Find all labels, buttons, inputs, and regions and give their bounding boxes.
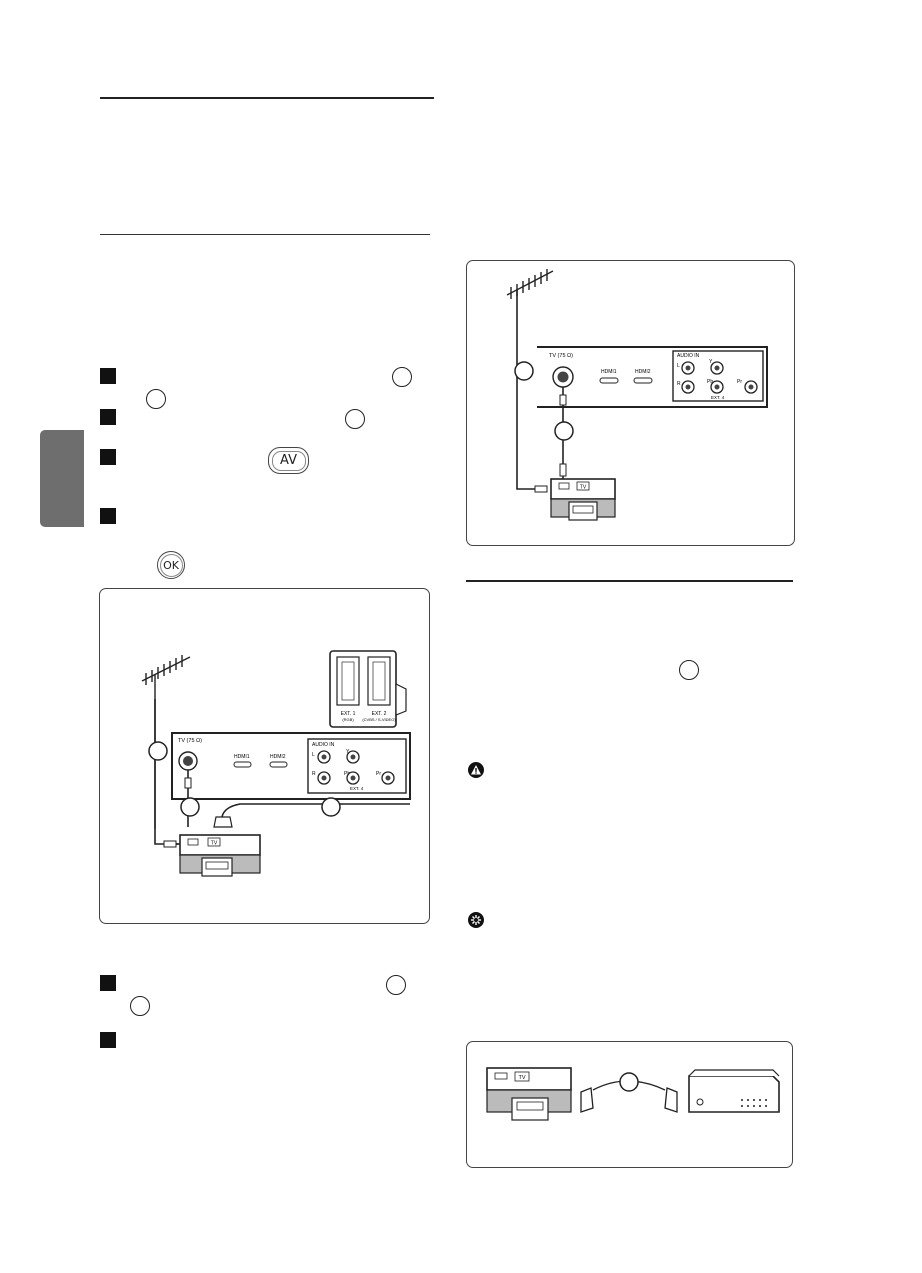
y-label: Y — [346, 749, 350, 755]
ext1-sub-label: (RGB) — [342, 717, 354, 722]
step-marker-6 — [100, 1032, 116, 1048]
audio-in-label: AUDIO IN — [312, 742, 335, 748]
antenna-icon — [506, 269, 554, 299]
step-marker-2 — [100, 409, 116, 425]
ok-button-label: OK — [159, 553, 183, 577]
hdmi1-label: HDMI1 — [234, 754, 250, 760]
step-marker-1 — [100, 368, 116, 384]
tv-badge: TV — [580, 485, 587, 491]
language-tab — [40, 430, 84, 527]
ext1-label: EXT. 1 — [341, 711, 356, 717]
ok-button: OK — [157, 551, 185, 579]
pb-label: Pb — [344, 771, 350, 777]
audio-in-label: AUDIO IN — [677, 353, 700, 359]
pb-label: Pb — [707, 379, 713, 385]
ext4-label: EXT. 4 — [350, 786, 364, 791]
step-marker-5 — [100, 975, 116, 991]
antenna-socket-label: TV (75 Ω) — [549, 353, 573, 359]
tv-badge: TV — [211, 841, 218, 847]
hdmi1-label: HDMI1 — [601, 369, 617, 375]
callout-circle — [619, 1072, 639, 1092]
callout-circle — [148, 741, 168, 761]
pr-label: Pr — [376, 771, 381, 777]
audio-r-label: R — [312, 771, 316, 777]
callout-circle — [514, 361, 534, 381]
tv-badge: TV — [518, 1075, 525, 1081]
diagram-antenna-svg: TV (75 Ω) HDMI1 HDMI2 AUDIO IN L R Y Pb … — [506, 269, 768, 521]
section-rule-3 — [466, 580, 793, 582]
callout-circle — [554, 421, 574, 441]
callout-circle — [386, 975, 406, 995]
ext2-label: EXT. 2 — [372, 711, 387, 717]
ext2-sub-label: (CVBS / S-VIDEO) — [362, 717, 396, 722]
av-button: AV — [268, 447, 309, 474]
section-rule-2 — [100, 234, 430, 235]
callout-circle — [679, 660, 699, 680]
callout-circle — [321, 797, 341, 817]
section-rule-1 — [100, 97, 434, 99]
diagram-decoder-svg: TV — [486, 1067, 780, 1121]
vcr-device-icon: TV — [486, 1067, 572, 1121]
connection-diagram-scart: EXT. 1 (RGB) EXT. 2 (CVBS / S-VIDEO) TV … — [99, 588, 430, 924]
callout-circle — [146, 389, 166, 409]
ext4-label: EXT. 4 — [711, 395, 725, 400]
y-label: Y — [709, 359, 713, 365]
pr-label: Pr — [737, 379, 742, 385]
hdmi2-label: HDMI2 — [270, 754, 286, 760]
diagram-scart-svg: EXT. 1 (RGB) EXT. 2 (CVBS / S-VIDEO) TV … — [141, 650, 411, 877]
step-marker-3 — [100, 449, 116, 465]
antenna-cable — [516, 289, 541, 490]
tip-glyph — [471, 915, 481, 925]
audio-r-label: R — [677, 381, 681, 387]
scart-sockets: EXT. 1 (RGB) EXT. 2 (CVBS / S-VIDEO) — [329, 650, 407, 728]
tv-connector-panel — [171, 732, 411, 800]
callout-circle — [345, 409, 365, 429]
audio-l-label: L — [677, 363, 680, 369]
decoder-device-icon — [688, 1069, 780, 1113]
step-marker-4 — [100, 508, 116, 524]
audio-l-label: L — [312, 752, 315, 758]
vcr-device-icon: TV — [550, 478, 616, 521]
av-button-label: AV — [271, 450, 306, 471]
callout-circle — [180, 797, 200, 817]
tv-connector-panel — [537, 346, 768, 408]
callout-circle — [130, 996, 150, 1016]
tip-icon — [468, 912, 484, 928]
connection-diagram-decoder: TV — [466, 1041, 793, 1168]
warning-icon — [468, 762, 484, 778]
callout-circle — [392, 367, 412, 387]
antenna-socket-label: TV (75 Ω) — [178, 738, 202, 744]
vcr-device-icon: TV — [179, 834, 261, 877]
warning-glyph — [471, 765, 481, 775]
connection-diagram-antenna: TV (75 Ω) HDMI1 HDMI2 AUDIO IN L R Y Pb … — [466, 260, 795, 546]
hdmi2-label: HDMI2 — [635, 369, 651, 375]
